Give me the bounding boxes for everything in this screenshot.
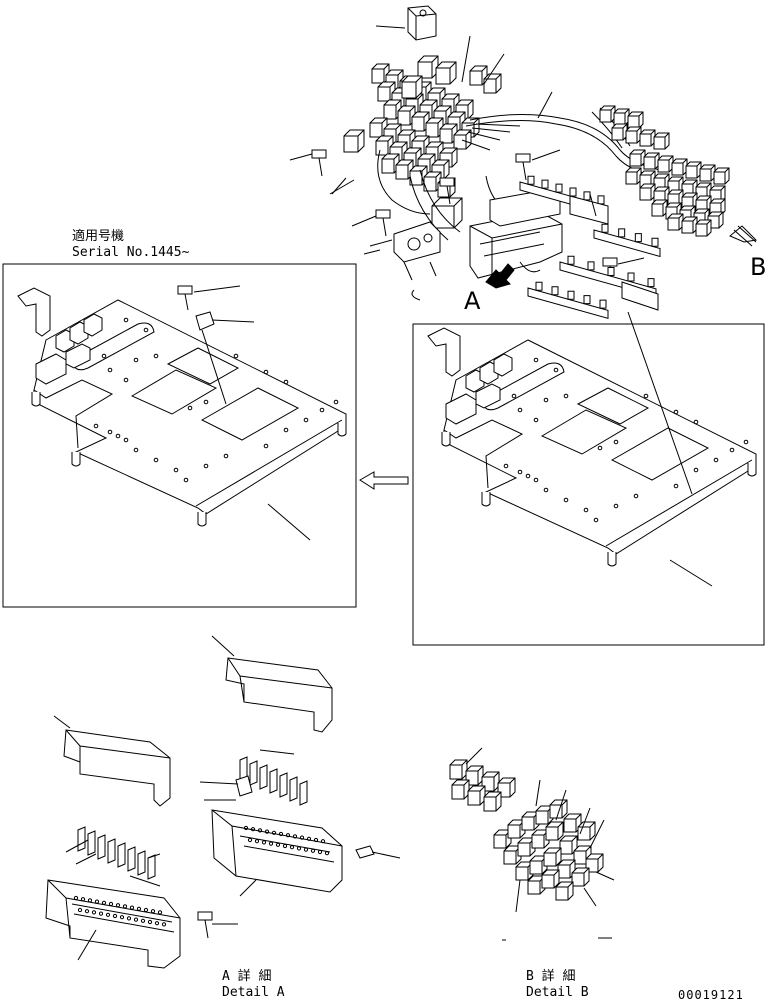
relay-bank-b bbox=[599, 105, 730, 237]
detail-b-group bbox=[449, 747, 615, 941]
fuse-box-a bbox=[469, 189, 563, 279]
wiring-harness-assembly bbox=[289, 5, 758, 320]
detail-a-label-jp: A 詳 細 bbox=[222, 969, 272, 984]
drawing-number: 00019121 bbox=[678, 988, 744, 1002]
fuse-strips bbox=[519, 175, 661, 320]
arrow-to-b bbox=[729, 225, 758, 247]
fuse-holes-a2 bbox=[73, 895, 167, 927]
clamp-parts bbox=[363, 221, 441, 301]
relays-b bbox=[449, 759, 604, 901]
mounting-plate-right bbox=[427, 327, 757, 587]
arrow-to-a bbox=[485, 263, 515, 289]
harness-leaders bbox=[329, 35, 597, 217]
serial-label-jp: 適用号機 bbox=[72, 229, 125, 244]
relay-top bbox=[375, 5, 437, 41]
fuses-a1 bbox=[235, 756, 308, 806]
fuse-holes-a1 bbox=[243, 825, 330, 856]
detail-a-label-en: Detail A bbox=[222, 985, 285, 1000]
serial-label-en: Serial No.1445~ bbox=[72, 245, 190, 260]
left-plate-frame bbox=[2, 263, 357, 608]
hollow-arrow-left bbox=[359, 471, 409, 490]
view-label-a: A bbox=[464, 287, 481, 315]
screws-top bbox=[289, 149, 645, 283]
detail-a-group bbox=[45, 635, 401, 969]
view-label-b: B bbox=[750, 253, 767, 281]
mounting-plate-left bbox=[17, 285, 347, 541]
relay-cluster bbox=[343, 55, 502, 229]
fuses-a2 bbox=[77, 826, 156, 880]
detail-b-label-en: Detail B bbox=[526, 985, 589, 1000]
detail-b-label-jp: B 詳 細 bbox=[526, 969, 576, 984]
right-plate-frame bbox=[412, 323, 765, 646]
